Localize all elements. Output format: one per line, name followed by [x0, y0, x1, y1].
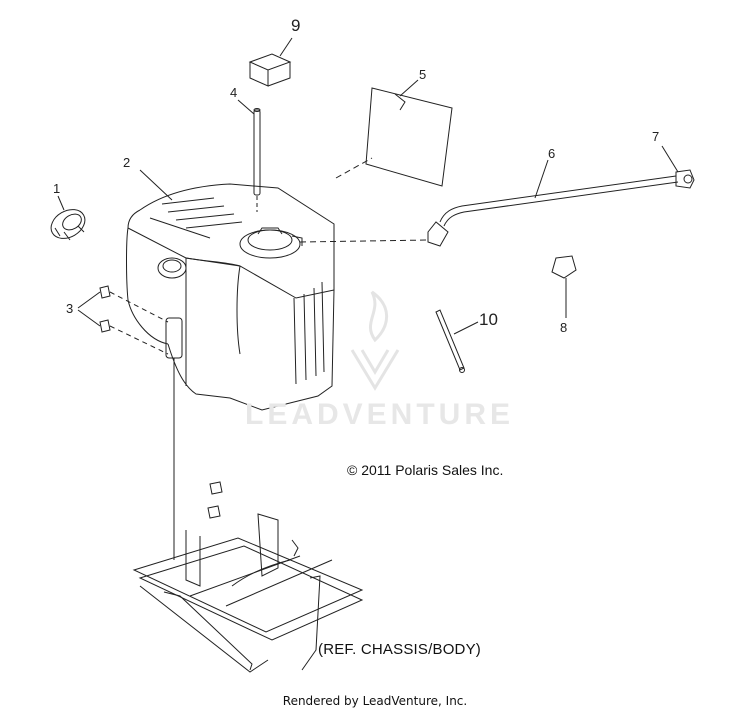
part-6-hose [427, 175, 679, 247]
leader-1 [57, 195, 65, 211]
part-2-fuel-tank [126, 183, 335, 411]
leader-10 [453, 321, 479, 335]
callout-4: 4 [230, 85, 238, 100]
leader-7 [661, 145, 679, 173]
leader-5 [399, 79, 419, 97]
guide-5 [335, 157, 373, 179]
leader-4 [237, 99, 255, 115]
leader-3b [77, 309, 101, 327]
callout-8: 8 [560, 320, 568, 335]
chassis-bolts [207, 481, 223, 519]
copyright-text: © 2011 Polaris Sales Inc. [347, 462, 504, 478]
reference-note: (REF. CHASSIS/BODY) [318, 641, 481, 658]
chassis-frame [132, 513, 364, 673]
part-9-box [248, 53, 292, 87]
callout-6: 6 [548, 146, 556, 161]
leader-2 [139, 169, 173, 201]
part-7-fitting [675, 169, 695, 189]
callout-5: 5 [419, 67, 427, 82]
guide-3a [109, 291, 169, 323]
callout-9: 9 [291, 16, 301, 35]
part-5-label [365, 87, 453, 187]
leader-6 [534, 159, 549, 199]
callout-10: 10 [479, 310, 498, 329]
guide-3b [109, 325, 169, 355]
leader-3a [77, 291, 101, 309]
callout-1: 1 [53, 181, 61, 196]
part-3-screws [99, 285, 111, 333]
part-1-cap [50, 209, 86, 241]
guide-6 [299, 239, 429, 243]
watermark-text: LEADVENTURE [245, 398, 515, 431]
callout-2: 2 [123, 155, 131, 170]
callout-7: 7 [652, 129, 660, 144]
part-4-tube [253, 108, 261, 196]
part-8-valve [551, 255, 577, 290]
part-10-rod [435, 309, 465, 373]
footer-credit: Rendered by LeadVenture, Inc. [282, 694, 468, 708]
callout-3: 3 [66, 301, 74, 316]
leader-9 [279, 37, 293, 57]
watermark-logo [350, 290, 400, 391]
